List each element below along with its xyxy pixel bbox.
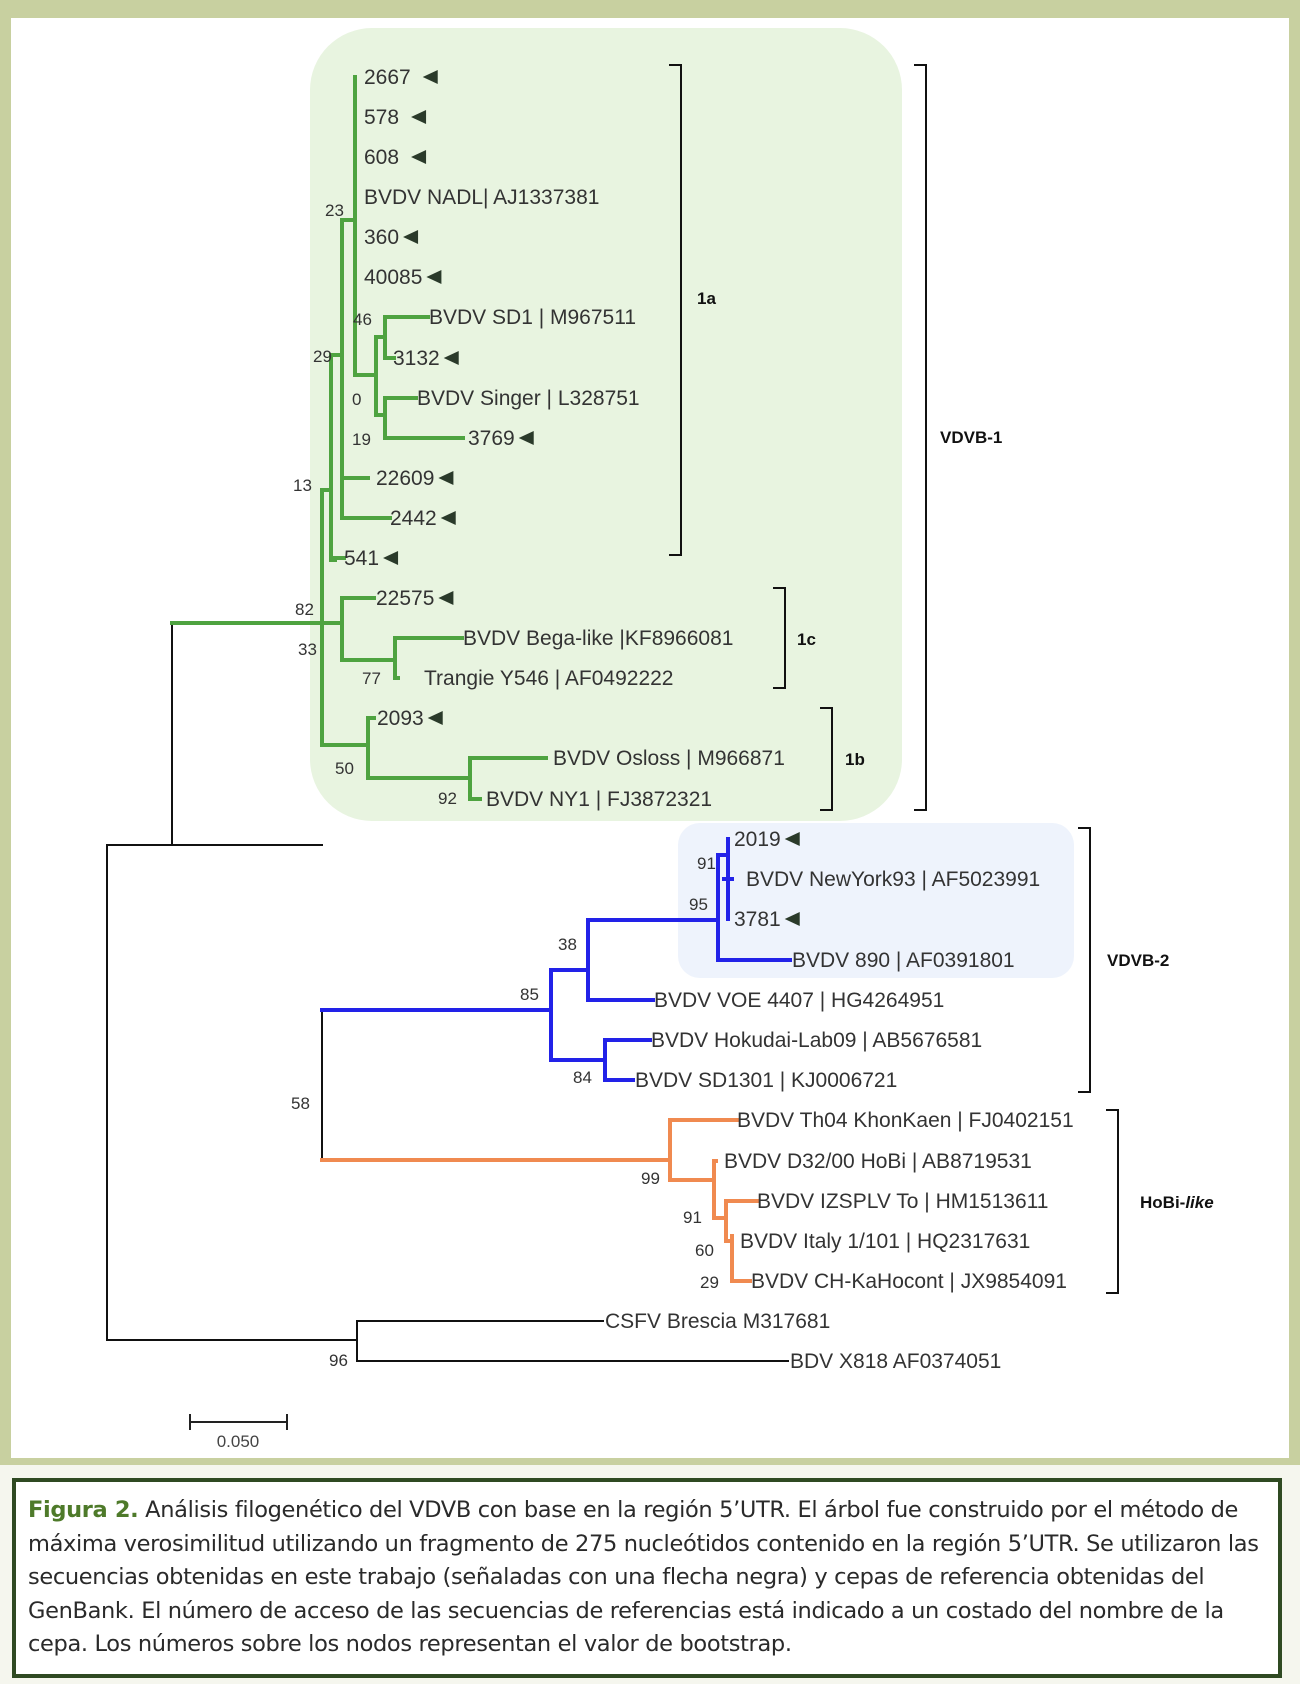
bootstrap-value: 82 [295,600,314,619]
bootstrap-value: 29 [313,347,332,366]
leaf-label: 541 [344,547,379,570]
leaf-label: BVDV CH-KaHocont | JX9854091 [751,1270,1067,1293]
sample-arrow-icon [443,351,459,365]
bootstrap-value: 13 [293,476,312,495]
scale-bar-label: 0.050 [217,1432,260,1451]
bootstrap-value: 33 [298,640,317,659]
leaf-label: BVDV NADL| AJ1337381 [364,186,599,209]
caption-text: Figura 2. Análisis filogenético del VDVB… [28,1494,1264,1662]
bootstrap-value: 46 [353,310,372,329]
leaf-label: BVDV 890 | AF0391801 [792,949,1015,972]
bootstrap-value: 96 [329,1351,348,1370]
leaf-label: 2667 [364,66,411,89]
sample-arrow-icon [411,150,427,164]
bootstrap-value: 91 [697,854,716,873]
bootstrap-value: 84 [573,1068,592,1087]
leaf-label: BVDV Hokudai-Lab09 | AB5676581 [651,1029,982,1052]
leaf-label: BVDV Italy 1/101 | HQ2317631 [740,1230,1030,1253]
leaf-label: BVDV Osloss | M966871 [553,747,785,770]
clade-bracket [669,64,682,556]
sample-arrow-icon [784,912,800,926]
sample-arrow-icon [784,832,800,846]
leaf-label: 22575 [376,587,434,610]
leaf-label: 2442 [390,507,437,530]
leaf-label: 3132 [393,347,440,370]
clade-bracket [914,64,927,811]
clade-label: 1a [697,289,716,308]
clade-bracket [773,587,786,689]
sample-arrow-icon [438,471,454,485]
leaf-label: CSFV Brescia M317681 [605,1310,830,1333]
sample-arrow-icon [383,551,399,565]
bootstrap-value: 92 [438,789,457,808]
bootstrap-value: 23 [325,201,344,220]
vdvb2-highlight [678,823,1074,978]
leaf-label: 360 [364,226,399,249]
bootstrap-value: 77 [362,669,381,688]
leaf-label: 22609 [376,467,434,490]
leaf-label: BDV X818 AF0374051 [790,1350,1001,1373]
sample-arrow-icon [426,270,442,284]
leaf-label: BVDV SD1301 | KJ0006721 [635,1069,897,1092]
caption-title: Figura 2. [28,1497,139,1523]
leaf-label: BVDV Th04 KhonKaen | FJ0402151 [737,1109,1074,1132]
leaf-label: BVDV Bega-like |KF8966081 [463,627,733,650]
bootstrap-value: 29 [700,1273,719,1292]
bootstrap-value: 58 [291,1094,310,1113]
bootstrap-value: 60 [695,1241,714,1260]
sample-arrow-icon [427,711,443,725]
clade-bracket [1106,1109,1119,1294]
clade-label: 1c [797,630,816,649]
clade-label: VDVB-2 [1107,951,1169,970]
bootstrap-value: 0 [352,390,361,409]
caption-body: Análisis filogenético del VDVB con base … [28,1497,1259,1657]
bootstrap-value: 99 [641,1169,660,1188]
clade-bracket [820,707,833,811]
clade-label: VDVB-1 [940,428,1002,447]
clade-bracket [1078,827,1091,1093]
leaf-label: 608 [364,146,399,169]
bootstrap-value: 38 [558,935,577,954]
vdvb1-highlight [310,28,902,821]
bootstrap-value: 19 [352,430,371,449]
leaf-label: 2019 [734,828,781,851]
leaf-label: 3781 [734,908,781,931]
sample-arrow-icon [518,431,534,445]
sample-arrow-icon [422,70,438,84]
bootstrap-value: 91 [683,1208,702,1227]
leaf-label: BVDV SD1 | M967511 [429,306,636,329]
leaf-label: 2093 [377,707,424,730]
leaf-label: 578 [364,106,399,129]
leaf-label: BVDV VOE 4407 | HG4264951 [654,989,944,1012]
bootstrap-value: 95 [689,895,708,914]
bootstrap-value: 50 [335,759,354,778]
clade-label: HoBi-like [1140,1193,1214,1212]
figure-caption: Figura 2. Análisis filogenético del VDVB… [12,1478,1282,1678]
sample-arrow-icon [411,110,427,124]
bootstrap-value: 85 [520,985,539,1004]
leaf-label: 3769 [468,427,515,450]
leaf-label: BVDV NY1 | FJ3872321 [486,788,712,811]
leaf-label: BVDV D32/00 HoBi | AB8719531 [724,1150,1032,1173]
sample-arrow-icon [440,511,456,525]
clade-label-italic: like [1185,1193,1213,1212]
leaf-label: 40085 [364,266,422,289]
clade-label: 1b [845,750,865,769]
leaf-label: BVDV IZSPLV To | HM1513611 [757,1190,1048,1213]
sample-arrow-icon [403,230,419,244]
leaf-label: BVDV NewYork93 | AF5023991 [746,868,1040,891]
sample-arrow-icon [438,591,454,605]
leaf-label: BVDV Singer | L328751 [417,387,640,410]
leaf-label: Trangie Y546 | AF0492222 [424,667,673,690]
